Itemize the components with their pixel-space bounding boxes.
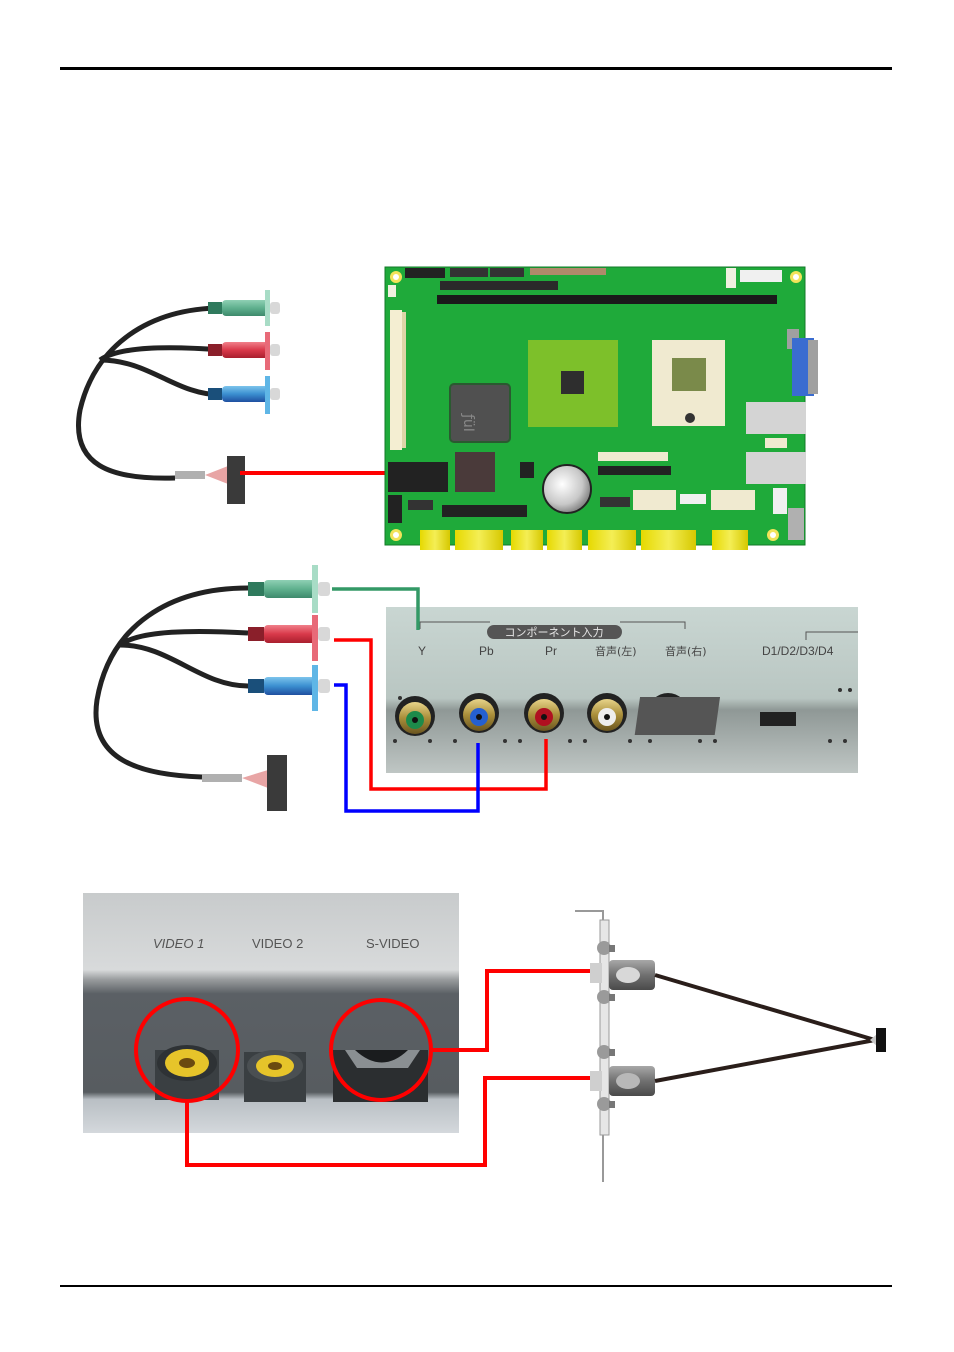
- figure-1-motherboard-connection: ƒüI: [76, 266, 818, 550]
- component-input-label: コンポーネント入力: [505, 626, 604, 639]
- bracket-header-connector: [876, 1028, 886, 1052]
- jack-blue: [208, 376, 280, 414]
- jack-red: [208, 332, 280, 370]
- wire-pr-red: [334, 638, 548, 791]
- motherboard: ƒüI: [384, 266, 818, 550]
- s-video-socket: [333, 1050, 428, 1102]
- label-pr: Pr: [545, 644, 557, 658]
- header-connector: [227, 456, 245, 504]
- label-video-1: VIDEO 1: [153, 936, 204, 951]
- rca-socket-y: [395, 696, 435, 736]
- figure-3-svideo-connection: VIDEO 1 VIDEO 2 S-VIDEO: [83, 893, 886, 1182]
- label-d-terminal: D1/D2/D3/D4: [762, 644, 834, 658]
- display-component-panel: コンポーネント入力 Y Pb Pr 音声(左) 音声(右) D1/D2/D3/D…: [386, 607, 858, 773]
- component-cable-1: [76, 290, 280, 504]
- wire-video-1: [185, 1076, 590, 1167]
- rca-socket-audio-left: [587, 693, 627, 733]
- composite-video-jack: [609, 1066, 655, 1096]
- video-2-socket: [244, 1050, 306, 1102]
- label-audio-left: 音声(左): [595, 644, 637, 658]
- label-y: Y: [418, 644, 426, 658]
- tv-video-panel: VIDEO 1 VIDEO 2 S-VIDEO: [83, 893, 459, 1133]
- video-bracket-cable: [575, 910, 886, 1182]
- rca-socket-pb: [459, 693, 499, 733]
- header-rule: [60, 67, 892, 70]
- cable-sleeve: [175, 471, 205, 479]
- jack-red: [248, 615, 330, 661]
- figure-2-component-display-connection: コンポーネント入力 Y Pb Pr 音声(左) 音声(右) D1/D2/D3/D…: [93, 565, 858, 813]
- label-pb: Pb: [479, 644, 494, 658]
- wire-s-video: [432, 969, 590, 1052]
- header-connector: [267, 755, 287, 811]
- jack-green: [208, 290, 280, 326]
- wire-pb-blue: [334, 683, 480, 813]
- rca-socket-pr: [524, 693, 564, 733]
- video-1-socket: [155, 1045, 219, 1100]
- highlight-s-video: [329, 998, 433, 1102]
- wire-y-green: [332, 587, 420, 630]
- jack-blue: [248, 665, 330, 711]
- label-s-video: S-VIDEO: [366, 936, 419, 951]
- jack-green: [248, 565, 330, 613]
- footer-rule: [60, 1285, 892, 1287]
- component-cable-2: [93, 565, 330, 811]
- d-terminal-socket: [634, 697, 796, 735]
- s-video-jack: [609, 960, 655, 990]
- label-audio-right: 音声(右): [665, 644, 707, 658]
- svg-text:ƒüI: ƒüI: [460, 413, 476, 432]
- label-video-2: VIDEO 2: [252, 936, 303, 951]
